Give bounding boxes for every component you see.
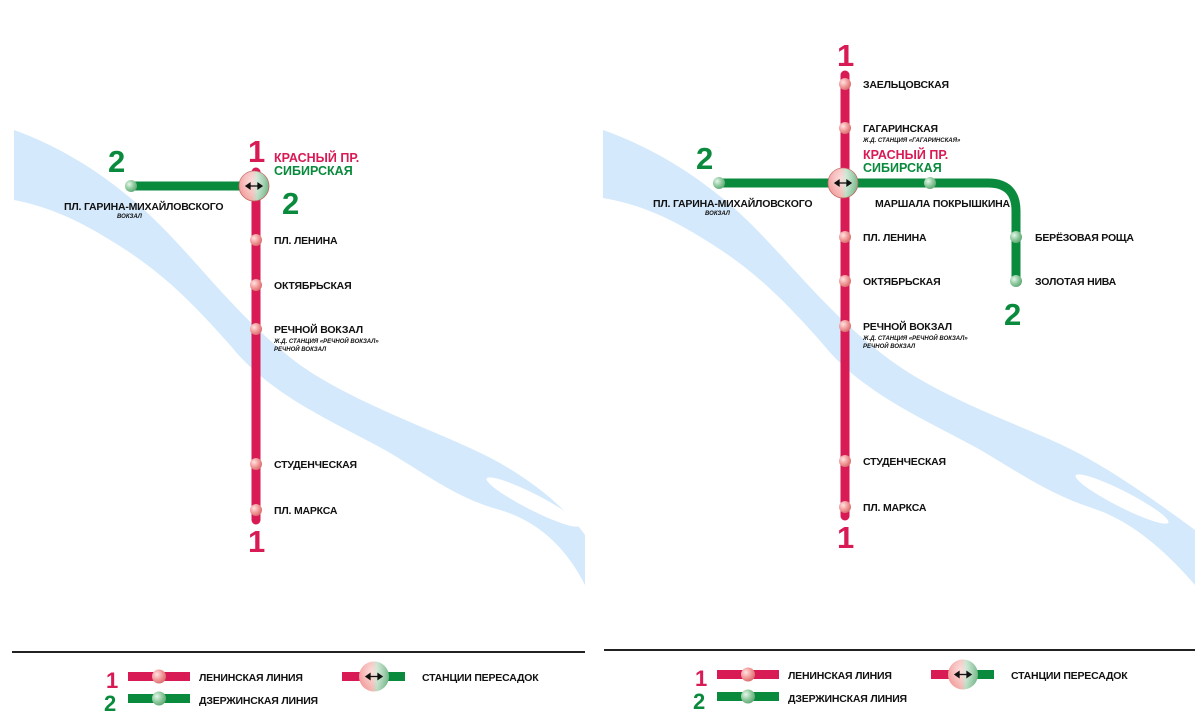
left-map: 1 1 2 2 КРАСНЫЙ ПР. СИБИРСКАЯ ПЛ. ГАРИНА… (12, 130, 585, 716)
station-dot-garina-left[interactable] (125, 180, 137, 192)
legend-line1-label-left: ЛЕНИНСКАЯ ЛИНИЯ (199, 672, 303, 684)
double-arrow-icon (953, 670, 973, 679)
legend-line2-dot-right (741, 689, 755, 704)
legend-line2-label-left: ДЗЕРЖИНСКАЯ ЛИНИЯ (199, 695, 318, 707)
station-label-oktyabrskaya-left: ОКТЯБРЬСКАЯ (274, 280, 351, 292)
station-label-studencheskaya-left: СТУДЕНЧЕСКАЯ (274, 459, 357, 471)
station-dot-garina-right[interactable] (713, 177, 725, 189)
station-sub-garina-right: ВОКЗАЛ (705, 211, 731, 217)
station-sub1-rechnoy-left: Ж.Д. СТАНЦИЯ «РЕЧНОЙ ВОКЗАЛ» (273, 337, 379, 345)
station-label-marksa-left: ПЛ. МАРКСА (274, 505, 338, 517)
interchange-red-name-left: КРАСНЫЙ ПР. (274, 150, 359, 165)
station-label-oktyabrskaya-right: ОКТЯБРЬСКАЯ (863, 276, 940, 288)
legend-line1-dot-left (152, 669, 166, 684)
station-dot-zaeltsovskaya-right[interactable] (839, 78, 851, 90)
station-dot-gagarinskaya-right[interactable] (839, 122, 851, 134)
legend-line1-number-right: 1 (695, 666, 707, 691)
line1-number-top-right: 1 (837, 38, 854, 73)
station-label-pokryshkina-right: МАРШАЛА ПОКРЫШКИНА (875, 198, 1011, 210)
double-arrow-icon (833, 178, 853, 188)
station-sub1-rechnoy-right: Ж.Д. СТАНЦИЯ «РЕЧНОЙ ВОКЗАЛ» (862, 334, 968, 342)
river-ob-left (14, 130, 585, 585)
station-label-lenina-left: ПЛ. ЛЕНИНА (274, 235, 338, 247)
legend-transfer-bar-red-right (931, 670, 961, 679)
station-label-zaeltsovskaya-right: ЗАЕЛЬЦОВСКАЯ (863, 79, 949, 91)
station-label-berezovaya-right: БЕРЁЗОВАЯ РОЩА (1035, 231, 1134, 244)
legend-line1-dot-right (741, 667, 755, 682)
double-arrow-icon (244, 181, 264, 191)
interchange-node-right[interactable] (827, 167, 859, 199)
legend-transfer-bar-red-left (342, 672, 372, 681)
station-dot-marksa-left[interactable] (250, 504, 262, 516)
station-dot-lenina-left[interactable] (250, 234, 262, 246)
station-sub-gagarinskaya-right: Ж.Д. СТАНЦИЯ «ГАГАРИНСКАЯ» (862, 138, 961, 144)
line2-number-west-left: 2 (108, 144, 125, 179)
legend-transfer-node-left (359, 661, 389, 692)
station-label-rechnoy-left: РЕЧНОЙ ВОКЗАЛ (274, 323, 363, 336)
legend-line2-label-right: ДЗЕРЖИНСКАЯ ЛИНИЯ (788, 693, 907, 705)
station-dot-rechnoy-left[interactable] (250, 323, 262, 335)
legend-line2-dot-left (152, 691, 166, 706)
legend-transfer-label-left: СТАНЦИИ ПЕРЕСАДОК (422, 672, 539, 684)
right-map: 1 1 2 2 КРАСНЫЙ ПР. СИБИРСКАЯ ЗАЕЛЬЦОВСК… (603, 38, 1195, 714)
station-dot-lenina-right[interactable] (839, 231, 851, 243)
station-dot-berezovaya-right[interactable] (1010, 231, 1022, 243)
line2-number-east-left: 2 (282, 186, 299, 221)
station-dot-pokryshkina-right[interactable] (924, 177, 936, 189)
legend-transfer-label-right: СТАНЦИИ ПЕРЕСАДОК (1011, 670, 1128, 682)
station-sub2-rechnoy-right: РЕЧНОЙ ВОКЗАЛ (863, 342, 916, 350)
legend-left: 1 ЛЕНИНСКАЯ ЛИНИЯ 2 ДЗЕРЖИНСКАЯ ЛИНИЯ СТ… (104, 661, 539, 716)
station-sub-garina-left: ВОКЗАЛ (117, 214, 143, 220)
station-dot-studencheskaya-left[interactable] (250, 458, 262, 470)
river-island-right (1075, 474, 1169, 524)
station-label-garina-left: ПЛ. ГАРИНА-МИХАЙЛОВСКОГО (64, 200, 223, 213)
line1-number-bottom-right: 1 (837, 520, 854, 555)
station-label-zolotaya-right: ЗОЛОТАЯ НИВА (1035, 276, 1117, 288)
line2-track-right (714, 178, 1021, 286)
station-label-studencheskaya-right: СТУДЕНЧЕСКАЯ (863, 456, 946, 468)
interchange-node-left[interactable] (238, 170, 270, 202)
legend-line1-label-right: ЛЕНИНСКАЯ ЛИНИЯ (788, 670, 892, 682)
station-dot-oktyabrskaya-right[interactable] (839, 275, 851, 287)
station-dot-oktyabrskaya-left[interactable] (250, 279, 262, 291)
interchange-green-name-left: СИБИРСКАЯ (274, 164, 353, 178)
line2-number-south-right: 2 (1004, 297, 1021, 332)
station-label-gagarinskaya-right: ГАГАРИНСКАЯ (863, 123, 938, 135)
interchange-red-name-right: КРАСНЫЙ ПР. (863, 147, 948, 162)
station-label-rechnoy-right: РЕЧНОЙ ВОКЗАЛ (863, 320, 952, 333)
station-label-garina-right: ПЛ. ГАРИНА-МИХАЙЛОВСКОГО (653, 197, 812, 210)
legend-line2-number-right: 2 (693, 689, 705, 714)
station-dot-zolotaya-right[interactable] (1010, 275, 1022, 287)
river-island-left (486, 477, 580, 527)
legend-line1-number-left: 1 (106, 668, 118, 693)
station-dot-studencheskaya-right[interactable] (839, 455, 851, 467)
line1-number-bottom-left: 1 (248, 524, 265, 559)
line1-number-top-left: 1 (248, 134, 265, 169)
river-ob-right (603, 130, 1195, 585)
legend-line2-number-left: 2 (104, 691, 116, 716)
line2-number-west-right: 2 (696, 141, 713, 176)
double-arrow-icon (364, 672, 384, 681)
station-label-marksa-right: ПЛ. МАРКСА (863, 502, 927, 514)
interchange-green-name-right: СИБИРСКАЯ (863, 161, 942, 175)
station-sub2-rechnoy-left: РЕЧНОЙ ВОКЗАЛ (274, 345, 327, 353)
station-label-lenina-right: ПЛ. ЛЕНИНА (863, 232, 927, 244)
station-dot-rechnoy-right[interactable] (839, 320, 851, 332)
legend-transfer-node-right (948, 659, 978, 690)
station-dot-marksa-right[interactable] (839, 501, 851, 513)
legend-right: 1 ЛЕНИНСКАЯ ЛИНИЯ 2 ДЗЕРЖИНСКАЯ ЛИНИЯ СТ… (693, 659, 1128, 714)
